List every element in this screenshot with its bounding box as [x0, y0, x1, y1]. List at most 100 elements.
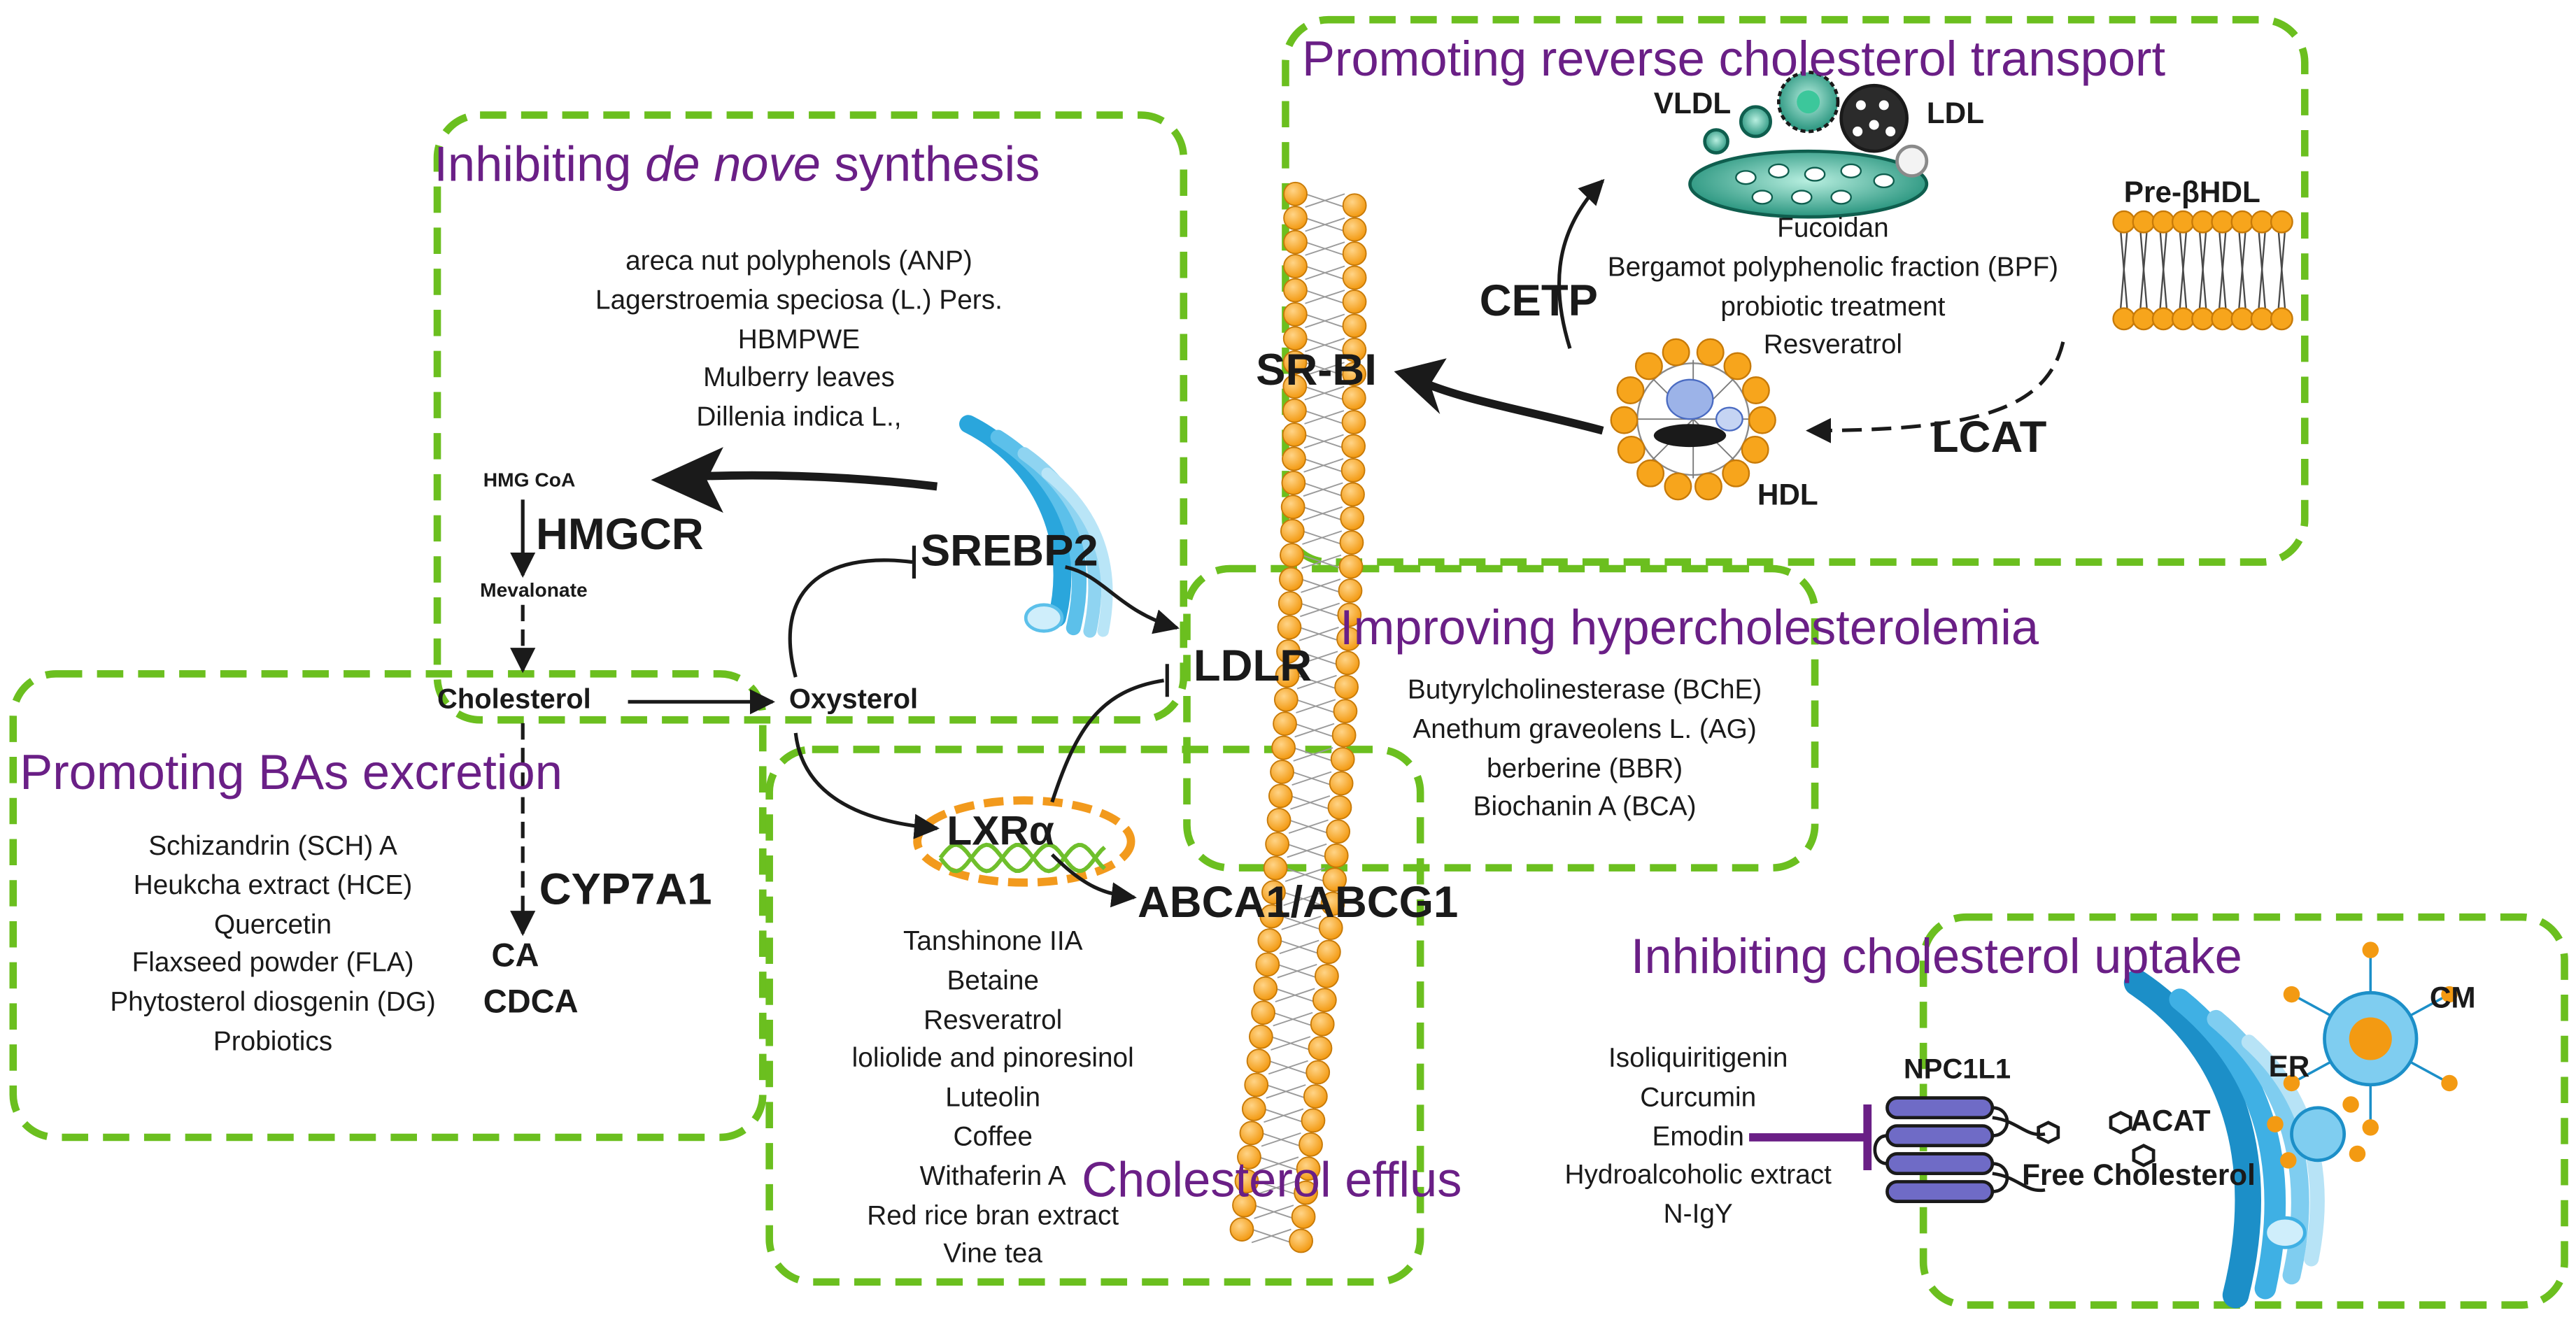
- label-cdca: CDCA: [483, 984, 579, 1021]
- lipid-head: [2230, 210, 2254, 234]
- lipid-head: [1232, 1193, 1257, 1218]
- lipid-head: [1342, 241, 1367, 266]
- arrow-hdl-srbi: [1418, 377, 1604, 435]
- lipid-head: [1234, 1169, 1259, 1194]
- lipid-head: [2171, 307, 2195, 331]
- list-item: Withaferin A: [919, 1161, 1066, 1192]
- list-item: Mulberry leaves: [703, 364, 895, 394]
- lipid-head: [1275, 663, 1300, 688]
- lipid-head: [1748, 406, 1776, 434]
- title-bas-excretion: Promoting BAs excretion: [20, 746, 562, 801]
- lipid-head: [1281, 470, 1306, 495]
- title-cholesterol-efflux: Cholesterol efflus: [1082, 1153, 1462, 1209]
- box-denovo: [433, 111, 1188, 724]
- lipid-head: [1722, 459, 1750, 488]
- lipid-head: [1296, 1156, 1321, 1181]
- lipid-head: [1294, 1180, 1318, 1205]
- label-hmg-coa: HMG CoA: [483, 468, 576, 492]
- lipid-head: [1696, 338, 1725, 367]
- list-item: Resveratrol: [923, 1005, 1063, 1035]
- lipid-head: [1257, 928, 1282, 953]
- lipid-head: [1342, 265, 1367, 290]
- lipid-head: [2191, 210, 2215, 234]
- label-cholesterol: Cholesterol: [437, 683, 591, 716]
- lipid-head: [1339, 530, 1364, 555]
- lipid-head: [1261, 880, 1286, 905]
- list-item: Emodin: [1652, 1121, 1744, 1152]
- lipid-head: [2151, 210, 2175, 234]
- list-item: Phytosterol diosgenin (DG): [110, 988, 436, 1018]
- lipid-head: [2230, 307, 2254, 331]
- lipid-head: [2191, 307, 2215, 331]
- golgi-organelle-icon: [959, 415, 1113, 638]
- arrow-lxr-abca1: [1050, 853, 1137, 908]
- lipid-head: [1312, 988, 1337, 1013]
- lxr-alpha-icon: [913, 796, 1135, 887]
- list-item: areca nut polyphenols (ANP): [625, 246, 972, 276]
- label-er: ER: [2268, 1050, 2310, 1083]
- lipid-head: [1340, 458, 1366, 483]
- box-hyper: [1183, 564, 1819, 872]
- lipid-head: [1334, 674, 1359, 699]
- label-cyp7a1: CYP7A1: [539, 864, 712, 914]
- list-item: Schizandrin (SCH) A: [148, 831, 397, 862]
- inhibit-oxysterol-srebp2: [788, 558, 913, 678]
- lipid-head: [1282, 422, 1307, 447]
- lipid-head: [1270, 760, 1294, 784]
- list-item: loliolide and pinoresinol: [851, 1044, 1134, 1074]
- list-item: probiotic treatment: [1720, 292, 1946, 322]
- list-item: Lagerstroemia speciosa (L.) Pers.: [595, 285, 1003, 315]
- list-item: Coffee: [953, 1122, 1033, 1153]
- label-ldl: LDL: [1926, 97, 1985, 130]
- list-item: Vine tea: [943, 1239, 1042, 1270]
- lipid-head: [1330, 747, 1355, 772]
- lipid-head: [2132, 210, 2156, 234]
- lipid-head: [1244, 1072, 1269, 1097]
- arrow-hdl-cetp: [1557, 178, 1605, 349]
- list-item: Bergamot polyphenolic fraction (BPF): [1607, 253, 2059, 283]
- arrow-srebp2-ldlr: [1065, 565, 1180, 634]
- lipid-head: [1266, 807, 1291, 832]
- label-npc1l1: NPC1L1: [1903, 1053, 2011, 1085]
- lipid-head: [2270, 307, 2293, 331]
- lipid-head: [1322, 867, 1347, 893]
- list-uptake: Isoliquiritigenin Curcumin Emodin Hydroa…: [1565, 1040, 1832, 1236]
- er-organelle-icon: [2123, 969, 2325, 1309]
- label-ca: CA: [491, 938, 539, 975]
- lipid-bilayer-membrane: [1229, 181, 1367, 1253]
- lipid-head: [1237, 1144, 1261, 1170]
- lipid-head: [1298, 1132, 1323, 1157]
- lipid-head: [2211, 307, 2235, 331]
- lipid-head: [1251, 1000, 1275, 1025]
- list-item: Anethum graveolens L. (AG): [1413, 714, 1757, 744]
- label-lcat: LCAT: [1931, 412, 2047, 462]
- lipid-head: [1342, 193, 1367, 218]
- lipid-head: [2151, 307, 2175, 331]
- list-hyper: Butyrylcholinesterase (BChE) Anethum gra…: [1408, 672, 1762, 829]
- label-oxysterol: Oxysterol: [788, 683, 919, 716]
- pathway-arrows: [510, 178, 2065, 937]
- lipid-head: [1331, 723, 1357, 748]
- lipid-head: [1338, 578, 1363, 603]
- cm-particle-icon: [2283, 941, 2458, 1136]
- lipid-head: [1283, 229, 1308, 255]
- list-bas: Schizandrin (SCH) A Heukcha extract (HCE…: [110, 828, 435, 1062]
- lipid-head: [1315, 963, 1339, 988]
- lipid-head: [1273, 687, 1298, 712]
- lipid-head: [1634, 352, 1663, 381]
- hdl-particle-icon: [1610, 338, 1776, 501]
- label-cetp: CETP: [1479, 276, 1598, 326]
- list-item: Butyrylcholinesterase (BChE): [1407, 675, 1762, 706]
- lipid-head: [1282, 446, 1306, 471]
- lipid-head: [1326, 819, 1351, 844]
- lipid-head: [1265, 832, 1290, 857]
- lipid-head: [2250, 307, 2274, 331]
- list-item: Resveratrol: [1763, 331, 1903, 361]
- lipid-head: [1283, 206, 1308, 231]
- npc1l1-transporter-icon: [1873, 1096, 2046, 1203]
- lipid-head: [1636, 459, 1665, 488]
- lipid-head: [1308, 1036, 1333, 1061]
- lipid-head: [1278, 591, 1303, 616]
